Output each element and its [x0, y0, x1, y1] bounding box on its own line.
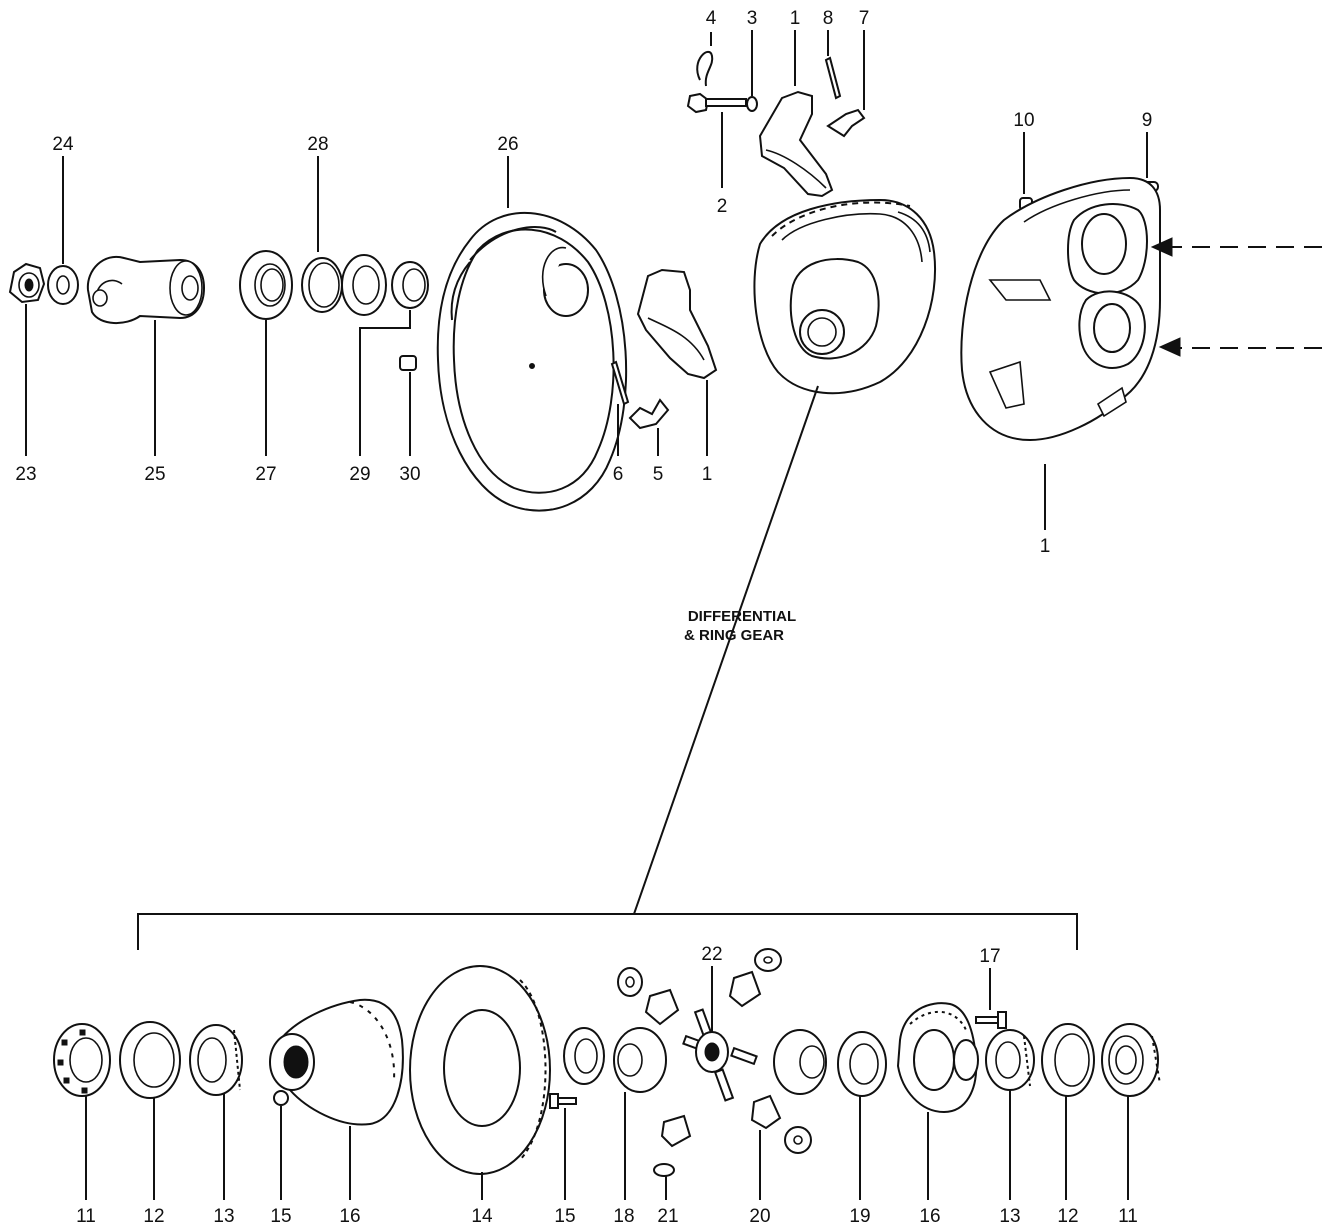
part-11-adjuster-left	[53, 1023, 111, 1097]
label-29: 29	[349, 464, 370, 485]
label-15-bolt: 15	[554, 1206, 575, 1227]
part-25-yoke	[86, 255, 206, 324]
label-4: 4	[706, 8, 717, 29]
leader-lines-bottom	[85, 966, 1129, 1200]
label-24: 24	[52, 134, 74, 155]
label-22: 22	[701, 944, 722, 965]
label-12-left: 12	[143, 1206, 164, 1227]
title-line-1: DIFFERENTIAL	[688, 608, 796, 625]
label-1-lower-cap: 1	[702, 464, 713, 485]
label-27: 27	[255, 464, 276, 485]
title: DIFFERENTIAL & RING GEAR	[684, 608, 796, 644]
part-12-cup-right	[1041, 1023, 1095, 1097]
group-bracket	[137, 913, 1078, 950]
label-15-plug: 15	[270, 1206, 291, 1227]
label-21: 21	[657, 1206, 678, 1227]
part-23-nut	[8, 262, 46, 304]
part-11-adjuster-right	[1101, 1023, 1161, 1097]
label-13-left: 13	[213, 1206, 234, 1227]
part-28-snap-ring	[301, 257, 343, 313]
arrow-upper	[1150, 237, 1322, 257]
label-26: 26	[497, 134, 518, 155]
label-20: 20	[749, 1206, 770, 1227]
label-28: 28	[307, 134, 328, 155]
part-12-cup-left	[119, 1021, 181, 1099]
part-2-bolt	[686, 92, 747, 114]
part-4-wire	[696, 50, 714, 87]
part-6-cotter-pin	[610, 360, 630, 406]
part-5-lock-plate	[628, 398, 670, 430]
part-number-labels: 4 3 1 8 7 2 10 9 24 28 26 23 25 27 29 30…	[15, 8, 1152, 1227]
label-10: 10	[1013, 110, 1034, 131]
label-6: 6	[613, 464, 624, 485]
label-11-left: 11	[76, 1206, 96, 1227]
part-29-bearing	[341, 254, 429, 316]
part-13-cone-left	[189, 1024, 243, 1096]
part-16-case-left	[269, 998, 404, 1126]
part-15-plug	[273, 1090, 289, 1106]
label-13-right: 13	[999, 1206, 1020, 1227]
part-8-cotter-pin	[824, 56, 842, 100]
label-1-upper-cap: 1	[790, 8, 801, 29]
part-14-ring-gear	[409, 965, 551, 1175]
label-17: 17	[979, 946, 1000, 967]
part-1-carrier-housing	[960, 176, 1161, 442]
part-3-washer	[746, 96, 758, 112]
part-13-cone-right	[985, 1029, 1035, 1091]
label-1-housing: 1	[1040, 536, 1051, 557]
label-8: 8	[823, 8, 834, 29]
label-9: 9	[1142, 110, 1153, 131]
label-5: 5	[653, 464, 664, 485]
label-2: 2	[717, 196, 728, 217]
part-19-thrust-washer	[837, 1031, 887, 1097]
part-26-cover	[436, 211, 628, 512]
part-17-bolt	[975, 1011, 1007, 1029]
part-24-washer	[47, 265, 79, 305]
title-line-2: & RING GEAR	[684, 627, 784, 644]
label-30: 30	[399, 464, 420, 485]
label-14: 14	[471, 1206, 493, 1227]
arrow-lower	[1158, 337, 1322, 357]
label-18: 18	[613, 1206, 634, 1227]
part-22-spider	[682, 1008, 758, 1102]
part-20-side-gear	[773, 1029, 827, 1095]
part-1-bearing-cap-lower	[636, 268, 718, 380]
part-1-bearing-cap-upper	[758, 90, 834, 198]
thrust-washer-left	[563, 1027, 605, 1085]
part-7-lock-plate	[826, 108, 866, 138]
label-16-left: 16	[339, 1206, 360, 1227]
label-19: 19	[849, 1206, 870, 1227]
label-11-right: 11	[1118, 1206, 1138, 1227]
label-25: 25	[144, 464, 165, 485]
label-12-right: 12	[1057, 1206, 1078, 1227]
part-15-bolt	[549, 1093, 577, 1109]
leader-lines-top	[25, 30, 1148, 530]
part-18-side-gear	[613, 1027, 667, 1093]
label-3: 3	[747, 8, 758, 29]
differential-assembly	[753, 198, 936, 395]
part-16-case-right	[896, 1002, 979, 1114]
connector-line	[633, 385, 819, 915]
part-27-seal	[239, 250, 293, 320]
label-16-right: 16	[919, 1206, 940, 1227]
pinion-gears	[617, 948, 812, 1177]
label-23: 23	[15, 464, 36, 485]
part-30-plug	[399, 355, 417, 371]
label-7: 7	[859, 8, 870, 29]
